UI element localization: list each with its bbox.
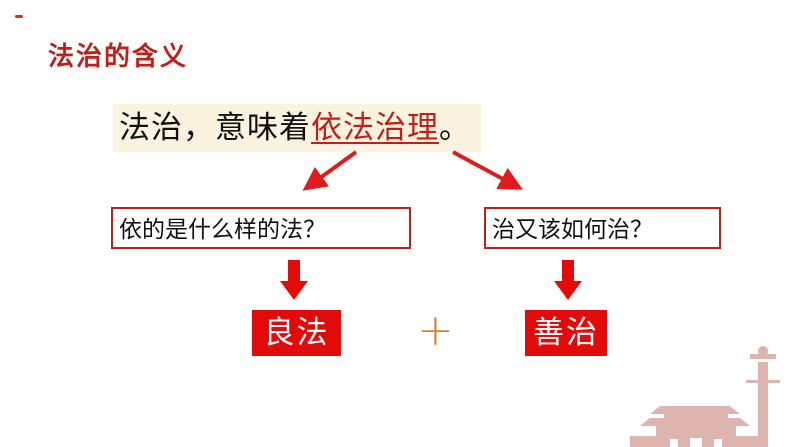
arrow-down-left — [280, 260, 308, 300]
question-box-left: 依的是什么样的法？ — [111, 207, 411, 249]
arrow-right-diagonal — [452, 150, 524, 190]
section-title: 法治的含义 — [48, 42, 189, 72]
arrow-down-right — [554, 260, 582, 300]
answer-box-left: 良法 — [252, 310, 341, 356]
arrow-left-diagonal — [302, 150, 358, 191]
statement-highlight: 依法治理 — [311, 110, 439, 146]
question-box-right: 治又该如何治？ — [484, 207, 721, 249]
answer-box-right: 善治 — [525, 310, 607, 356]
tiananmen-huabiao-illustration-icon — [630, 346, 780, 447]
main-statement: 法治，意味着依法治理。 — [113, 104, 481, 152]
statement-suffix: 。 — [439, 110, 471, 146]
statement-prefix: 法治，意味着 — [119, 110, 311, 146]
corner-dot — [15, 15, 23, 18]
plus-sign: + — [417, 305, 454, 356]
